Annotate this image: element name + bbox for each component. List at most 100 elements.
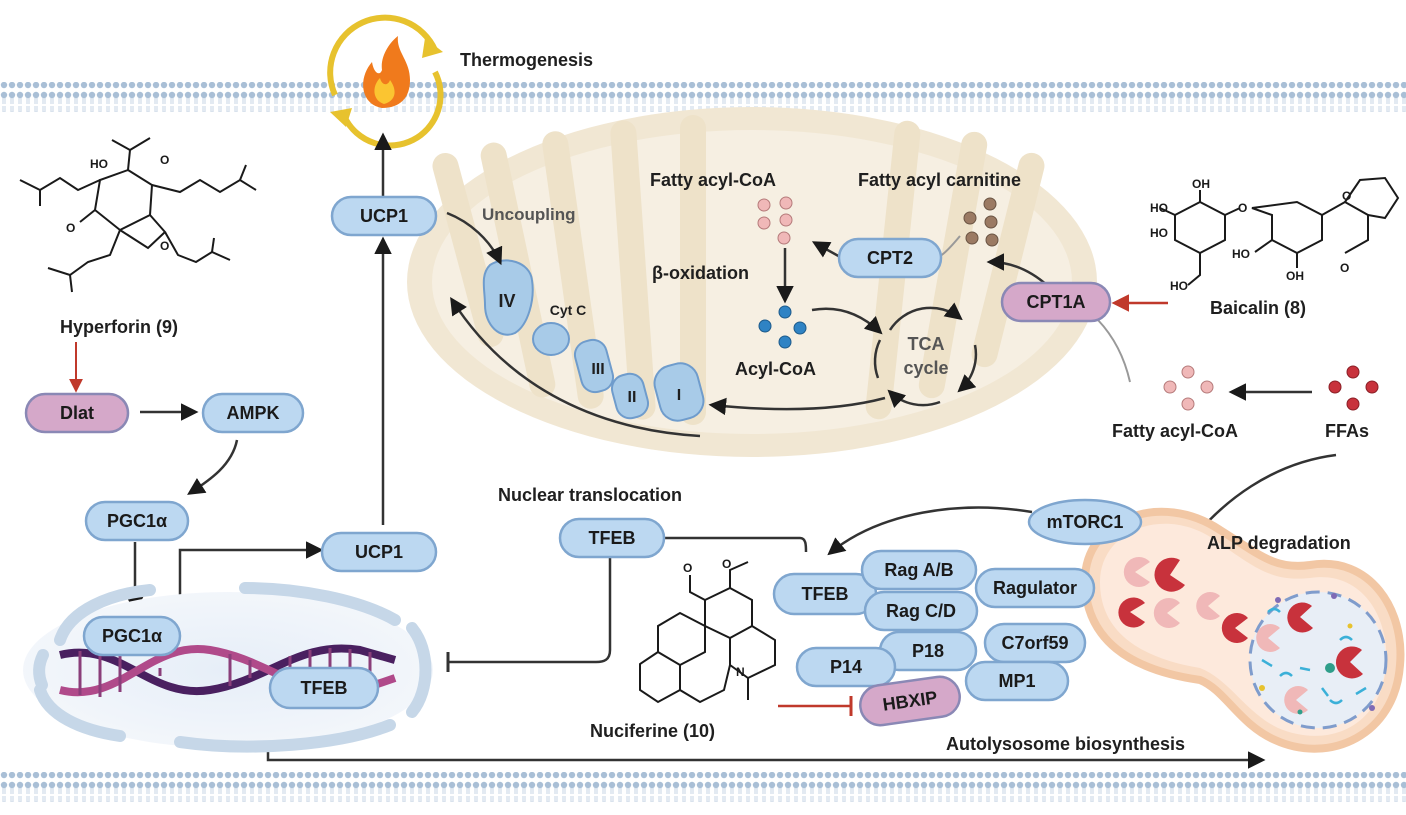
hyperforin-o2: O [66,221,75,235]
ampk-to-pgc1a-arrow [187,439,239,495]
cpt2-node: CPT2 [837,237,943,279]
nuclear-translocation-label: Nuclear translocation [498,485,682,505]
tfeb-complex-node: TFEB [772,572,878,616]
mtorc1-node: mTORC1 [1027,498,1143,546]
svg-text:PGC1α: PGC1α [102,626,162,646]
fatty-acyl-coa-top-label: Fatty acyl-CoA [650,170,776,190]
svg-text:mTORC1: mTORC1 [1047,512,1124,532]
svg-text:TFEB: TFEB [301,678,348,698]
ffas-label: FFAs [1325,421,1369,441]
cpt2-to-fattyacyl-arrow [811,241,843,260]
ucp1-mid-node: UCP1 [320,531,438,573]
tfeb-to-nucleus-inhibit [448,555,612,664]
acyl-coa-label: Acyl-CoA [735,359,816,379]
cpt1a-node: CPT1A [1000,281,1112,323]
baicalin-oh2: OH [1286,269,1304,283]
svg-text:III: III [591,361,604,378]
svg-text:P14: P14 [830,657,862,677]
tca-cycle-arrows [873,302,978,408]
hyperforin-o3: O [160,239,169,253]
p14-node: P14 [795,646,897,688]
svg-text:I: I [677,387,681,404]
hyperforin-label: Hyperforin (9) [60,317,178,337]
tfeb-top-node: TFEB [558,517,666,559]
rag-ab-node: Rag A/B [860,549,978,591]
cyt-c: Cyt C [532,302,587,356]
svg-text:II: II [628,389,637,406]
svg-text:MP1: MP1 [998,671,1035,691]
c7orf59-node: C7orf59 [983,622,1087,664]
lysosomal-enzymes [1118,557,1363,714]
ampk-node: AMPK [201,392,305,434]
baicalin-ho2: HO [1150,226,1168,240]
baicalin-oh1: OH [1192,177,1210,191]
fatty-acyl-coa-right-dots [1163,365,1214,411]
hyperforin-o1: O [160,153,169,167]
fatty-acyl-carnitine-dots [963,197,999,247]
ffas-dots [1328,365,1379,411]
baicalin-ho3: HO [1232,247,1250,261]
fatty-acyl-coa-dots [757,196,793,245]
autolysosome-biosynthesis-label: Autolysosome biosynthesis [946,734,1185,754]
fatty-acyl-carnitine-label: Fatty acyl carnitine [858,170,1021,190]
rag-cd-node: Rag C/D [863,590,979,632]
pgc1a-nuclear-node: PGC1α [82,615,182,657]
alp-degradation-label: ALP degradation [1207,533,1351,553]
svg-text:C7orf59: C7orf59 [1001,633,1068,653]
svg-text:AMPK: AMPK [227,403,280,423]
svg-text:Rag C/D: Rag C/D [886,601,956,621]
nuciferine-o1: O [683,561,692,575]
mtorc1-to-tfeb-arrow [827,506,1033,556]
baicalin-o-ketone: O [1340,261,1349,275]
nuciferine-structure [639,561,776,704]
pgc1a-node: PGC1α [84,500,190,542]
svg-text:Dlat: Dlat [60,403,94,423]
acyl-to-tca-arrow [811,307,883,335]
beta-oxidation-label: β-oxidation [652,263,749,283]
fatty-acyl-coa-right-label: Fatty acyl-CoA [1112,421,1238,441]
baicalin-label: Baicalin (8) [1210,298,1306,318]
complex-i: I [653,362,705,422]
hyperforin-ho: HO [90,157,108,171]
flame-cycle-icon [327,14,444,149]
ucp1-uncoupling-arrow [446,211,503,266]
fattyacyl-to-cpt1a-line [1097,319,1131,383]
svg-text:Cyt C: Cyt C [550,302,587,318]
pgc1a-to-ucp1-arrow [178,541,324,608]
tfeb-nuclear-node: TFEB [268,666,380,710]
dlat-node: Dlat [24,392,130,434]
svg-text:TFEB: TFEB [589,528,636,548]
baicalin-ho1: HO [1150,201,1168,215]
complex-iv: IV [482,259,534,336]
hyperforin-structure [19,137,257,293]
mp1-node: MP1 [964,660,1070,702]
ragulator-node: Ragulator [974,567,1096,609]
svg-text:P18: P18 [912,641,944,661]
svg-text:Ragulator: Ragulator [993,578,1077,598]
acyl-coa-dots [758,305,807,349]
bottom-membrane [0,772,1406,802]
nuciferine-n: N [736,665,745,679]
etc-arc-arrow [450,297,701,438]
nuciferine-o2: O [722,557,731,571]
tca-label-line2: cycle [903,358,948,378]
svg-text:UCP1: UCP1 [355,542,403,562]
tfeb-top-to-complex-line [665,536,808,553]
hbxip-node: HBXIP [859,675,961,727]
complex-iii: III [573,338,615,394]
lysosome-debris [1259,593,1375,715]
ucp1-top-node: UCP1 [330,195,438,237]
tca-to-etc-arrow [708,396,886,416]
baicalin-o-link: O [1238,201,1247,215]
svg-text:UCP1: UCP1 [360,206,408,226]
svg-text:PGC1α: PGC1α [107,511,167,531]
svg-text:CPT2: CPT2 [867,248,913,268]
svg-text:IV: IV [498,291,515,311]
complex-ii: II [610,372,650,420]
svg-text:CPT1A: CPT1A [1026,292,1085,312]
baicalin-structure [1159,176,1400,286]
top-membrane [0,82,1406,112]
tca-label-line1: TCA [908,334,945,354]
svg-text:TFEB: TFEB [802,584,849,604]
